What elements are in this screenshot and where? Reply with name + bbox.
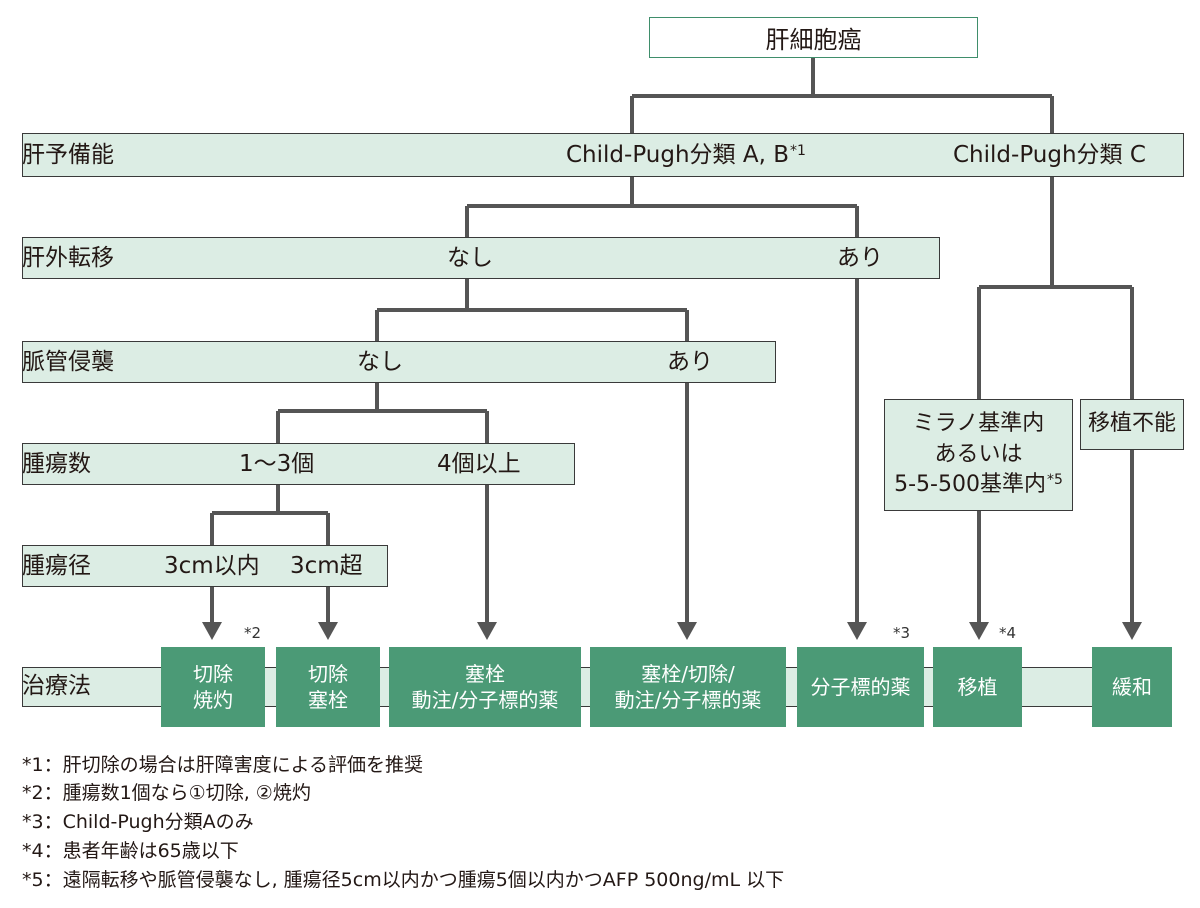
branch-extrahepatic-no: なし	[447, 245, 493, 271]
branch-tumor-size-small: 3cm以内	[164, 553, 260, 579]
branch-vascular-no: なし	[357, 349, 403, 375]
treatment-embolization-infusion-targeted: 塞栓 動注/分子標的薬	[389, 647, 581, 727]
branch-extrahepatic-yes: あり	[837, 245, 883, 271]
row-label-vascular: 脈管侵襲	[22, 349, 114, 375]
treatment-2-line2: 塞栓	[308, 688, 348, 712]
branch-child-pugh-ab: Child-Pugh分類 A, B*1	[566, 144, 806, 167]
treatment-resection-embolization: 切除 塞栓	[276, 647, 380, 727]
footnote-5: *5：遠隔転移や脈管侵襲なし, 腫瘍径5cm以内かつ腫瘍5個以内かつAFP 50…	[22, 869, 785, 891]
treatment-molecular-targeted: 分子標的薬	[797, 647, 924, 727]
no-transplant-box: 移植不能	[1080, 399, 1184, 450]
row-label-tumor-size: 腫瘍径	[22, 553, 91, 579]
transplant-criteria-line3-wrap: 5-5-500基準内*5	[894, 470, 1063, 500]
treatment-7-line1: 緩和	[1112, 675, 1152, 699]
transplant-criteria-line2: あるいは	[934, 441, 1023, 467]
footnote-marker-2: *2	[244, 624, 262, 642]
branch-tumor-size-large: 3cm超	[290, 553, 363, 579]
footnote-2: *2：腫瘍数1個なら①切除, ②焼灼	[22, 782, 311, 804]
footnote-marker-4: *4	[999, 624, 1017, 642]
root-node-label: 肝細胞癌	[765, 26, 862, 54]
row-band-liver-reserve	[22, 133, 1184, 177]
treatment-5-line1: 分子標的薬	[810, 675, 911, 699]
row-label-treatment: 治療法	[22, 673, 91, 699]
footnote-4: *4：患者年齢は65歳以下	[22, 840, 239, 862]
treatment-3-line2: 動注/分子標的薬	[411, 688, 559, 712]
row-label-liver-reserve: 肝予備能	[22, 142, 114, 168]
branch-child-pugh-ab-text: Child-Pugh分類 A, B	[566, 142, 789, 168]
treatment-palliative: 緩和	[1092, 647, 1172, 727]
transplant-criteria-box: ミラノ基準内 あるいは 5-5-500基準内*5	[884, 399, 1073, 511]
branch-tumor-count-many: 4個以上	[437, 451, 521, 477]
footnote-3: *3：Child-Pugh分類Aのみ	[22, 811, 254, 833]
footnote-1: *1：肝切除の場合は肝障害度による評価を推奨	[22, 754, 424, 776]
branch-vascular-yes: あり	[667, 349, 713, 375]
treatment-transplant: 移植	[933, 647, 1022, 727]
treatment-embolization-resection-infusion-targeted: 塞栓/切除/ 動注/分子標的薬	[590, 647, 786, 727]
no-transplant-label: 移植不能	[1087, 411, 1176, 437]
branch-child-pugh-c: Child-Pugh分類 C	[953, 142, 1146, 168]
footnote-ref-1: *1	[789, 143, 806, 159]
treatment-3-line1: 塞栓	[465, 662, 505, 686]
row-label-extrahepatic: 肝外転移	[22, 245, 114, 271]
transplant-criteria-line1: ミラノ基準内	[912, 411, 1045, 437]
branch-tumor-count-few: 1〜3個	[239, 451, 315, 477]
row-label-tumor-count: 腫瘍数	[22, 451, 91, 477]
treatment-1-line1: 切除	[193, 662, 233, 686]
row-band-tumor-count	[22, 443, 575, 485]
row-band-vascular	[22, 341, 776, 383]
treatment-2-line1: 切除	[308, 662, 348, 686]
row-band-tumor-size	[22, 545, 388, 587]
treatment-4-line2: 動注/分子標的薬	[614, 688, 762, 712]
treatment-1-line2: 焼灼	[193, 688, 233, 712]
treatment-4-line1: 塞栓/切除/	[641, 662, 735, 686]
transplant-criteria-line3: 5-5-500基準内	[894, 472, 1046, 498]
footnote-ref-5: *5	[1046, 472, 1063, 489]
row-band-extrahepatic	[22, 237, 940, 279]
treatment-6-line1: 移植	[957, 675, 998, 699]
footnote-marker-3: *3	[893, 624, 911, 642]
root-node-hcc: 肝細胞癌	[649, 17, 978, 58]
treatment-resection-ablation: 切除 焼灼	[161, 647, 265, 727]
